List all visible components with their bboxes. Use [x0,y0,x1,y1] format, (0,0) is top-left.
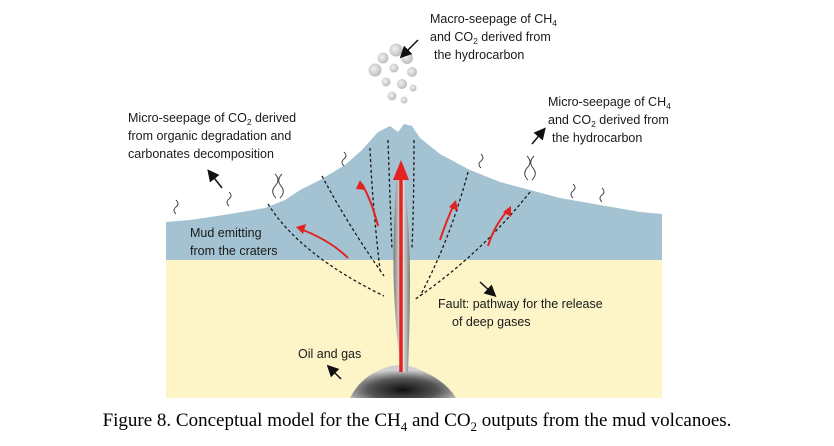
gas-bubble [409,84,417,92]
fault-line-left [321,175,385,277]
arrow-micro-seepage-left [207,169,223,189]
pointer-arrows [207,39,546,380]
arrow-macro-seepage [399,39,419,59]
seepage-wisp [226,191,232,207]
seepage-plume-right [524,155,536,181]
red-arrowhead-left [356,180,366,190]
seepage-wisp [478,153,484,169]
red-arrowhead-right [449,200,458,211]
gas-bubble [377,52,389,64]
mud-emitting-label: Mud emitting from the craters [190,226,278,258]
svg-text:carbonates decomposition: carbonates decomposition [128,147,274,161]
seepage-wisp [173,199,179,215]
fault-line-right [413,191,531,301]
micro-seepage-wisps [173,151,605,215]
gas-bubble [400,96,408,104]
svg-text:the hydrocarbon: the hydrocarbon [434,48,524,62]
oil-gas-label: Oil and gas [298,347,361,361]
gas-bubble [407,67,417,77]
red-arrowhead-far-left [296,224,306,234]
gas-bubbles [368,43,417,104]
gas-bubble [397,79,407,89]
svg-text:from organic degradation and: from organic degradation and [128,129,291,143]
figure-caption: Figure 8. Conceptual model for the CH4 a… [102,410,732,434]
svg-text:of deep gases: of deep gases [452,315,531,329]
svg-text:Fault: pathway for the release: Fault: pathway for the release [438,297,603,311]
fault-line-center-right [411,139,415,249]
svg-text:Mud emitting: Mud emitting [190,226,262,240]
gas-bubble [381,77,391,87]
gas-bubble [401,52,413,64]
fault-line-inner-right [419,171,469,297]
macro-seepage-label: Macro-seepage of CH4 and CO2 derived fro… [430,12,557,62]
seepage-plume-left [272,173,284,199]
svg-text:from the craters: from the craters [190,244,278,258]
svg-text:and CO2 derived from: and CO2 derived from [430,30,551,46]
svg-text:and CO2 derived from: and CO2 derived from [548,113,669,129]
seepage-wisp [570,183,576,199]
main-upward-arrowhead [393,160,409,180]
arrow-fault [479,281,497,298]
arrow-micro-seepage-right [531,127,546,145]
gas-bubble [368,63,382,77]
gas-flow-arrowheads [296,180,511,234]
micro-seepage-right-label: Micro-seepage of CH4 and CO2 derived fro… [548,95,671,145]
fault-line-inner-left [369,147,381,271]
svg-text:the hydrocarbon: the hydrocarbon [552,131,642,145]
red-arrowhead-far-right [503,206,511,217]
micro-seepage-left-label: Micro-seepage of CO2 derived from organi… [128,111,296,161]
fault-lines [267,139,531,301]
svg-text:Micro-seepage of CO2 derived: Micro-seepage of CO2 derived [128,111,296,127]
seepage-wisp [599,187,605,203]
fault-label: Fault: pathway for the release of deep g… [438,297,603,329]
fault-line-far-left [267,203,385,297]
gas-bubble [389,43,403,57]
svg-text:Macro-seepage of CH4: Macro-seepage of CH4 [430,12,557,28]
fault-line-center-left [387,139,393,251]
gas-bubble [389,63,399,73]
gas-bubble [387,91,397,101]
arrow-oil-gas [326,364,342,380]
oil-gas-reservoir [350,365,456,398]
seepage-wisp [341,151,347,167]
svg-text:Micro-seepage of CH4: Micro-seepage of CH4 [548,95,671,111]
